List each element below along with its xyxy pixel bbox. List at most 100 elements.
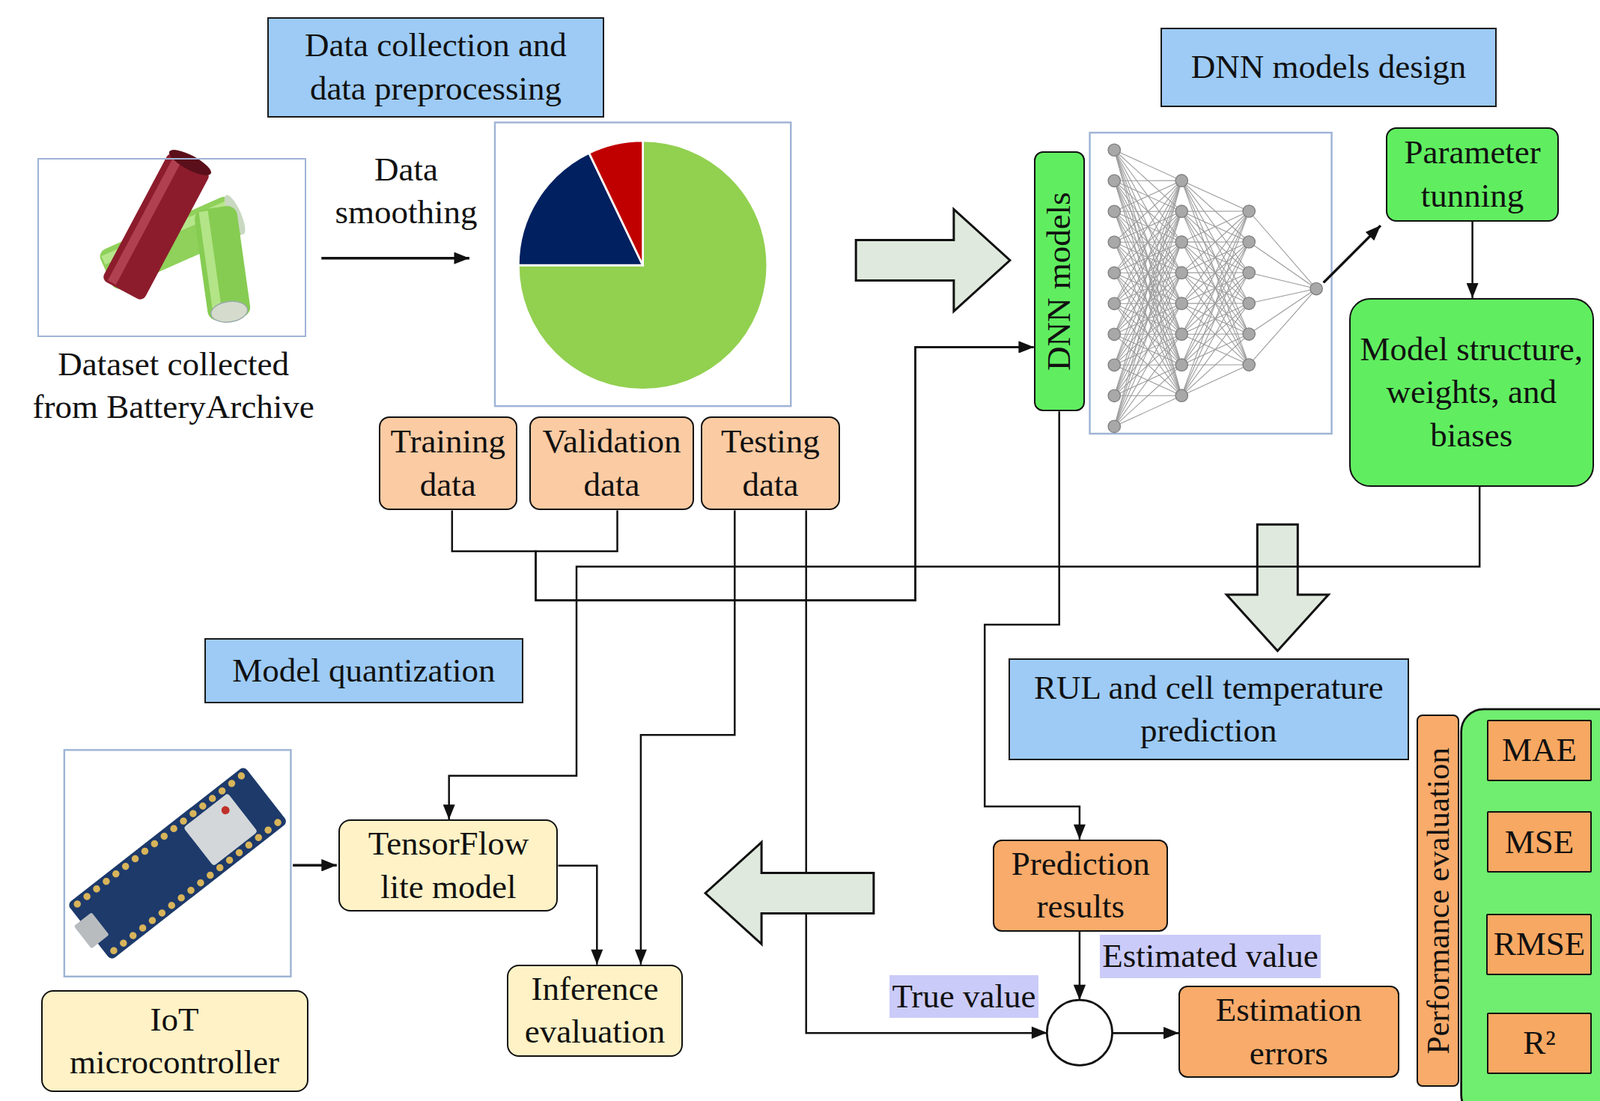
network-link xyxy=(1114,180,1182,273)
caption-holder: Dataset collected from BatteryArchive xyxy=(26,342,321,430)
process-box: IoT microcontroller xyxy=(41,989,309,1092)
board-pin xyxy=(226,777,237,788)
node-text: Performance evaluation xyxy=(1420,747,1456,1055)
board-pin xyxy=(137,922,148,933)
network-link xyxy=(1181,211,1249,304)
network-neuron xyxy=(1108,143,1121,156)
network-link xyxy=(1181,211,1249,396)
board-pin xyxy=(195,877,206,888)
node-text: Testing data xyxy=(708,420,832,507)
board-pin xyxy=(253,832,264,843)
network-neuron xyxy=(1175,297,1188,310)
node-text: Prediction results xyxy=(1000,842,1161,929)
panel-heading: Model quantization xyxy=(204,637,525,704)
edge-label: Estimated value xyxy=(1099,934,1321,978)
node-text: Training data xyxy=(386,420,510,507)
cell-cap xyxy=(209,298,249,325)
board-pin xyxy=(175,892,186,903)
battery-cell xyxy=(193,204,252,325)
network-link xyxy=(1114,149,1182,242)
network-link xyxy=(1114,395,1182,427)
network-neuron xyxy=(1242,358,1255,371)
network-link xyxy=(1248,289,1317,304)
process-box: Model structure, weights, and biases xyxy=(1349,297,1595,487)
network-neuron xyxy=(1108,420,1121,433)
network-link xyxy=(1181,211,1249,242)
radio-module xyxy=(183,792,258,867)
board-pin xyxy=(207,792,218,803)
network-link xyxy=(1181,272,1249,396)
node-text: RMSE xyxy=(1493,922,1586,966)
network-link xyxy=(1248,241,1317,290)
panel-heading: RUL and cell temperature prediction xyxy=(1008,658,1410,760)
network-link xyxy=(1114,364,1182,427)
board-pin xyxy=(217,785,227,796)
data-box: Training data xyxy=(378,416,518,510)
stage-panel: Data collection and data preprocessingDa… xyxy=(28,76,847,521)
network-link xyxy=(1114,303,1182,427)
network-link xyxy=(1114,272,1182,427)
board-pin xyxy=(166,899,177,910)
summing-junction xyxy=(1046,999,1112,1065)
network-neuron xyxy=(1175,205,1188,218)
network-neuron xyxy=(1108,297,1121,310)
board-pin xyxy=(178,816,188,826)
network-link xyxy=(1248,211,1317,290)
network-link xyxy=(1181,333,1249,396)
board-pin xyxy=(262,825,273,835)
panel-heading: DNN models design xyxy=(1160,27,1498,108)
photo-frame: Dataset collected from BatteryArchive xyxy=(37,157,306,337)
connector xyxy=(452,346,1034,600)
connector xyxy=(1471,221,1474,298)
board xyxy=(67,765,289,961)
process-box: Performance evaluation xyxy=(1416,714,1460,1087)
board-pin xyxy=(236,770,247,781)
photo-caption: Dataset collected from BatteryArchive xyxy=(26,342,321,430)
network-link xyxy=(1114,180,1182,304)
network-neuron xyxy=(1108,327,1121,340)
pin-row xyxy=(72,770,284,956)
node-text: Estimation errors xyxy=(1185,988,1392,1075)
network-link xyxy=(1114,333,1182,427)
network-link xyxy=(1114,180,1182,304)
network-link xyxy=(1181,180,1249,242)
data-box: Validation data xyxy=(529,416,694,510)
process-label: Data smoothing xyxy=(330,148,481,235)
connector xyxy=(558,865,598,965)
board-pin xyxy=(159,831,170,841)
board-pin xyxy=(81,890,92,901)
network-link xyxy=(1114,180,1182,242)
network-link xyxy=(1114,149,1182,304)
network-link xyxy=(1114,180,1182,396)
data-box: Testing data xyxy=(700,416,840,510)
process-box: TensorFlow lite model xyxy=(338,819,558,912)
node-text: Parameter tunning xyxy=(1393,131,1553,218)
block-arrow xyxy=(855,209,1011,312)
network-link xyxy=(1181,180,1249,365)
network-neuron xyxy=(1175,358,1188,371)
microcontroller-board xyxy=(60,765,289,966)
board-pin xyxy=(110,868,121,879)
result-box: Prediction results xyxy=(992,839,1168,932)
network-neuron xyxy=(1175,174,1188,187)
node-text: R² xyxy=(1522,1021,1556,1065)
network-link xyxy=(1114,241,1182,427)
network-neuron xyxy=(1242,327,1255,340)
metric-box: MAE xyxy=(1486,719,1592,781)
cell-shine xyxy=(107,156,182,286)
network-link xyxy=(1181,180,1249,334)
module-mark xyxy=(220,804,232,816)
board-pin xyxy=(234,847,245,858)
process-arrow xyxy=(1323,225,1381,283)
network-link xyxy=(1181,211,1249,334)
connector xyxy=(984,411,1080,840)
board-pin xyxy=(130,853,141,864)
panel-heading-holder: Data collection and data preprocessing xyxy=(267,17,605,118)
network-link xyxy=(1114,149,1182,334)
network-link xyxy=(1114,180,1182,427)
node-text: IoT microcontroller xyxy=(48,998,301,1085)
arrowhead xyxy=(1031,1026,1047,1039)
